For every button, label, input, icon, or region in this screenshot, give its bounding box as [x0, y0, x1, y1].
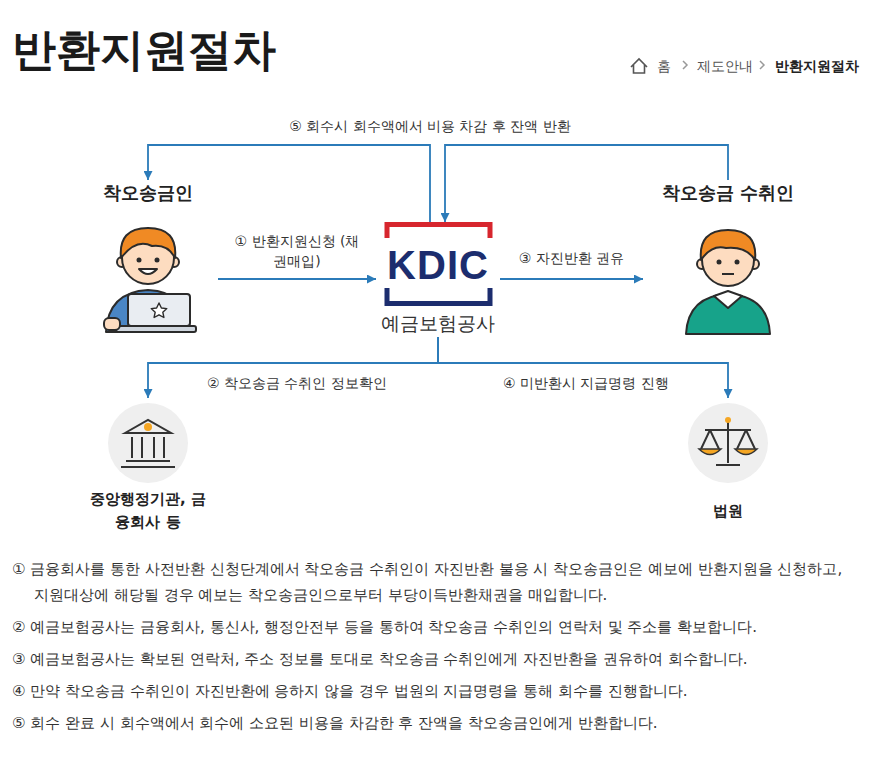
edge-label: ⑤ 회수시 회수액에서 비용 차감 후 잔액 반환: [286, 116, 574, 136]
edge-label: ② 착오송금 수취인 정보확인: [204, 373, 390, 393]
node-label: 예금보험공사: [376, 310, 500, 337]
government-icon: [108, 403, 188, 483]
note-item: ① 금융회사를 통한 사전반환 신청단계에서 착오송금 수취인이 자진반환 불응…: [12, 556, 858, 608]
flow-arrow: [218, 278, 376, 280]
court-node: 법원: [666, 398, 790, 523]
sender-figure: [104, 228, 196, 332]
page-title: 반환지원절차: [12, 22, 276, 78]
breadcrumb: 제도안내: [697, 56, 753, 76]
kdic-node: KDIC예금보험공사: [376, 222, 500, 337]
logo-text: KDIC: [376, 222, 500, 308]
court-icon: [688, 403, 768, 483]
breadcrumb: 홈: [657, 56, 671, 76]
note-item: ④ 만약 착오송금 수취인이 자진반환에 응하지 않을 경우 법원의 지급명령을…: [12, 678, 858, 704]
flow-arrow: [438, 337, 728, 398]
node-label: 법원: [666, 500, 790, 523]
node-label: 중앙행정기관, 금융회사 등: [86, 488, 210, 534]
node-label: 착오송금 수취인: [643, 180, 813, 206]
chevron: [683, 61, 687, 69]
note-item: ③ 예금보험공사는 확보된 연락처, 주소 정보를 토대로 착오송금 수취인에게…: [12, 646, 858, 672]
edge-label: ① 반환지원신청 (채권매입): [229, 231, 365, 271]
recipient-figure: [686, 230, 770, 334]
edge-label: ③ 자진반환 권유: [516, 248, 627, 268]
node-label: 착오송금인: [78, 180, 218, 206]
recipient-node: 착오송금 수취인: [643, 180, 813, 330]
flow-arrow: [500, 278, 643, 280]
flow-arrow: [148, 337, 438, 398]
agency-node: 중앙행정기관, 금융회사 등: [86, 398, 210, 534]
home-icon: [631, 59, 647, 73]
edge-label: ④ 미반환시 지급명령 진행: [500, 373, 672, 393]
note-item: ② 예금보험공사는 금융회사, 통신사, 행정안전부 등을 통하여 착오송금 수…: [12, 614, 858, 640]
chevron: [760, 61, 764, 69]
breadcrumb-current: 반환지원절차: [775, 56, 859, 76]
sender-node: 착오송금인: [78, 180, 218, 328]
notes-list: ① 금융회사를 통한 사전반환 신청단계에서 착오송금 수취인이 자진반환 불응…: [12, 556, 858, 742]
note-item: ⑤ 회수 완료 시 회수액에서 회수에 소요된 비용을 차감한 후 잔액을 착오…: [12, 710, 858, 736]
